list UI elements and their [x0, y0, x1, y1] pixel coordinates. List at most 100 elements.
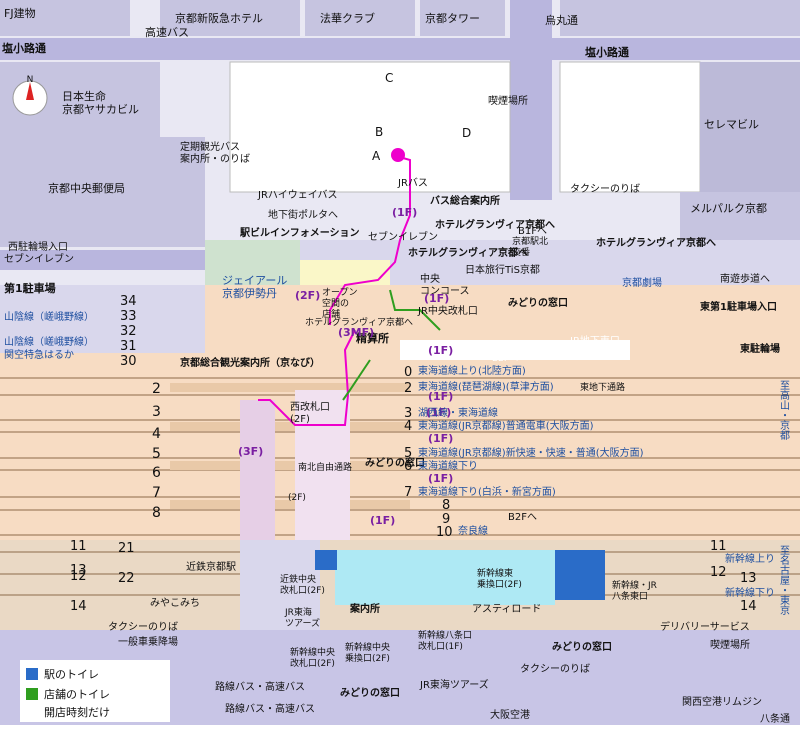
label-taxi-line: タクシーのりば [108, 621, 178, 633]
label-jr-underground-east: JR地下東口 [569, 334, 620, 347]
bus-stop-b[interactable]: B [375, 125, 383, 139]
track-0-label: 東海道線上り(北陸方面) [418, 364, 526, 377]
label-porta-1: 地下街ポルタへ [268, 208, 338, 221]
bus-stop-a[interactable]: A [372, 149, 381, 163]
kintetsu-14: 14 [70, 599, 87, 614]
floor-1f-d: (1F) [428, 432, 453, 445]
platform-30: 30 [120, 354, 137, 369]
lower-track-lines [0, 551, 800, 596]
label-midori-3: みどりの窓口 [552, 640, 612, 653]
bus-stop-d[interactable]: D [462, 126, 471, 140]
compass-north: N [27, 75, 34, 85]
current-location-marker[interactable] [391, 148, 405, 162]
track-4-label: 東海道線(JR京都線)普通電車(大阪方面) [418, 419, 594, 432]
label-shiokoji-right: 塩小路通 [585, 45, 629, 59]
label-melparque: メルパルク京都 [690, 201, 767, 215]
label-kyoto-theater: 京都劇場 [622, 276, 662, 289]
label-kansai-airport: 関西空港リムジン [682, 695, 762, 708]
label-kintetsu: 近鉄京都駅 [186, 560, 236, 573]
bus-stop-c[interactable]: C [385, 71, 393, 85]
label-east-parking: 東第1駐車場入口 [700, 300, 777, 313]
route-green-lower [342, 359, 371, 401]
label-hokke: 法華クラブ [320, 11, 375, 25]
floor-3mf: (3MF) [338, 326, 374, 339]
shop-toilet-icon [26, 688, 38, 700]
shinkansen-concourse [335, 550, 555, 605]
label-midori-1: みどりの窓口 [508, 296, 568, 309]
track-10-num: 10 [436, 525, 453, 540]
label-east-bicycle: 東駐輪場 [740, 342, 780, 355]
shinkansen-11: 11 [710, 539, 727, 554]
floor-2f: (2F) [295, 289, 320, 302]
platform-33: 33 [120, 309, 137, 324]
label-post-office: 京都中央郵便局 [48, 181, 125, 195]
left-track-7: 7 [152, 485, 161, 501]
label-miyakomichi: みやこみち [150, 597, 200, 609]
center-tracks: 0 東海道線上り(北陸方面) 2 東海道線(琵琶湖線)(草津方面) 3 湖西線・… [404, 364, 644, 540]
shinkansen-14: 14 [740, 599, 757, 614]
platforms [170, 383, 410, 509]
station-toilet-icon [26, 668, 38, 680]
label-midori-4: みどりの窓口 [340, 686, 400, 699]
label-b1f-to: B1Fへ [518, 226, 547, 237]
left-west-block [0, 285, 205, 353]
label-seisanjo: 精算所 [356, 331, 389, 345]
label-jr-central-gate: JR中央改札口 [417, 304, 478, 317]
kintetsu-tracks: 11 21 12 22 13 14 [70, 539, 135, 614]
left-track-4: 4 [152, 426, 161, 442]
label-north-south-floor: (2F) [288, 493, 306, 503]
shinkansen-up: 新幹線上り [725, 552, 775, 565]
route-magenta-lower [258, 329, 356, 426]
concourse-strip [400, 340, 630, 360]
label-highway-bus: 高速バス [145, 25, 189, 39]
label-b2f-to: B2Fへ [508, 512, 537, 523]
label-bus-info: バス総合案内所 [430, 194, 500, 207]
platform-34: 34 [120, 294, 137, 309]
track-5-num: 5 [404, 446, 412, 461]
label-seven-eleven-2: セブンイレブン [368, 230, 438, 243]
label-general-car: 一般車乗降場 [118, 635, 178, 648]
label-karasuma: 烏丸通 [545, 13, 578, 27]
label-shinkansen-central-gate: 新幹線中央改札口(2F) [290, 646, 335, 669]
label-to-yamashina: 至高山・京都 [778, 380, 790, 441]
left-platforms: 34 33 32 31 30 [120, 294, 137, 369]
label-route-bus-2: 路線バス・高速バス [225, 702, 315, 715]
label-open-space: オープン空間の店舗 [322, 287, 357, 320]
floor-3f: (3F) [238, 445, 263, 458]
track-5-label: 東海道線(JR京都線)新快速・快速・普通(大阪方面) [418, 446, 644, 459]
line-sanin-2: 山陰線（嵯峨野線） [4, 335, 94, 348]
label-station-info: 駅ビルインフォメーション [239, 226, 360, 239]
label-serumabi: セレマビル [704, 118, 759, 131]
building-hokke [305, 0, 415, 36]
floor-1f-a: (1F) [392, 206, 417, 219]
building-kyoto-tower [420, 0, 505, 36]
label-granvia-2: ホテルグランヴィア京都へ [435, 218, 555, 231]
track-9-num: 9 [442, 512, 450, 527]
line-haruka: 関空特急はるか [4, 348, 74, 361]
shinkansen-down: 新幹線下り [725, 586, 775, 599]
floor-1f-f: (1F) [370, 514, 395, 527]
left-road [0, 250, 210, 270]
label-central-concourse: 中央コンコース [420, 272, 470, 297]
label-shinkansen-central-transfer: 新幹線中央乗換口(2F) [345, 641, 390, 664]
floor-1f-c: (1F) [428, 390, 453, 403]
shinkansen-13: 13 [740, 571, 757, 586]
line-sanin-1: 山陰線（嵯峨野線） [4, 310, 94, 323]
west-3f-corridor [240, 400, 275, 550]
label-west-gate: 西改札口(2F) [290, 400, 330, 425]
label-taxi: タクシーのりば [570, 183, 640, 195]
track-0-num: 0 [404, 365, 412, 380]
track-4-num: 4 [404, 419, 412, 434]
label-smoking: 喫煙場所 [488, 94, 528, 107]
label-parking-1: 第1駐車場 [4, 281, 56, 295]
track-2-num: 2 [404, 381, 412, 396]
kintetsu-12: 12 [70, 569, 87, 584]
route-green [389, 289, 441, 331]
north-south-passage [295, 390, 350, 545]
kintetsu-22: 22 [118, 571, 135, 586]
track-8-num: 8 [442, 498, 450, 513]
label-granvia-in: ホテルグランヴィア京都へ [305, 316, 413, 328]
shinkansen-west-block [315, 550, 337, 570]
floor-1f-e: (1F) [428, 472, 453, 485]
